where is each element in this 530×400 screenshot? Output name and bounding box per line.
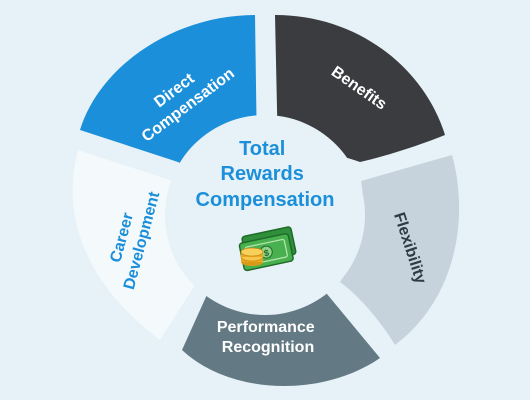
- center-hub: Total Rewards Compensation $: [165, 115, 365, 315]
- segment-benefits-shape: [275, 15, 445, 162]
- segment-performance-recognition-label: Performance Recognition: [217, 319, 319, 356]
- segment-performance-recognition: Performance Recognition: [182, 288, 380, 387]
- segment-label-line: Performance: [217, 319, 315, 336]
- center-title-line: Total: [239, 138, 285, 160]
- center-title: Total Rewards Compensation: [196, 138, 335, 211]
- segment-flexibility: Flexibility: [340, 155, 460, 345]
- segment-flexibility-shape: [340, 155, 460, 345]
- money-stack-icon: $: [238, 226, 297, 272]
- center-circle: [165, 115, 365, 315]
- segment-label-line: Recognition: [222, 339, 314, 356]
- svg-text:$: $: [263, 248, 270, 259]
- segment-direct-compensation-shape: [80, 15, 257, 166]
- segment-performance-recognition-shape: [182, 288, 380, 387]
- center-title-line: Compensation: [196, 189, 335, 211]
- segment-benefits: Benefits: [275, 15, 445, 162]
- center-title-line: Rewards: [221, 163, 304, 185]
- segment-direct-compensation: Direct Compensation: [80, 15, 257, 166]
